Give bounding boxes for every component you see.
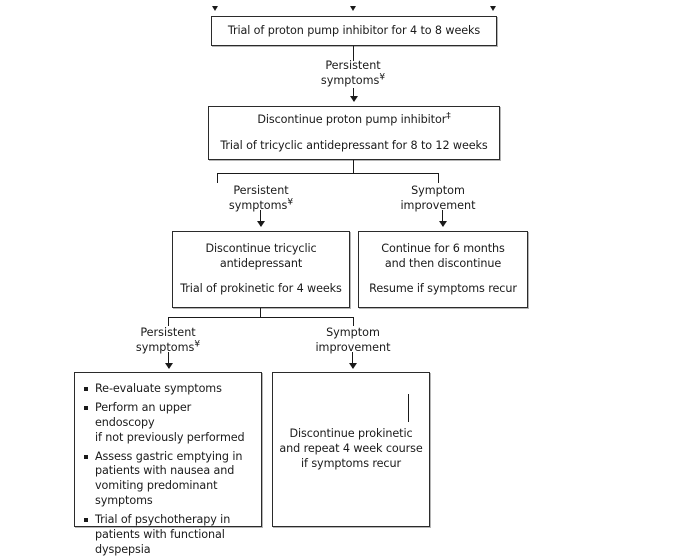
edge-label-persistent-2-line2: symptoms¥: [201, 198, 321, 213]
list-item-line: Re-evaluate symptoms: [95, 382, 222, 395]
list-item[interactable]: Trial of psychotherapy in patients with …: [84, 513, 253, 558]
list-item-line: Trial of psychotherapy in: [95, 513, 231, 527]
list-item-line: patients with functional: [95, 528, 225, 542]
node-prokinetic-trial-line2: antidepressant: [219, 256, 303, 270]
node-ppi-trial-line1: Trial of proton pump inhibitor for 4 to …: [227, 23, 481, 37]
connector-ppi-to-label1: [353, 46, 355, 61]
edge-label-persistent-1-line2: symptoms¥: [293, 73, 413, 88]
connector-prokinetic-split-stem: [260, 308, 262, 318]
node-tca-trial[interactable]: Discontinue proton pump inhibitor‡ Trial…: [208, 106, 500, 160]
edge-label-improvement-1-line1: Symptom: [411, 184, 465, 197]
connector-tca-split-bar: [217, 173, 439, 175]
node-tca-trial-line2: Trial of tricyclic antidepressant for 8 …: [220, 138, 488, 152]
list-item-line: patients with nausea and: [95, 464, 235, 478]
edge-label-persistent-3: Persistent symptoms¥: [108, 325, 228, 355]
list-item-line: Assess gastric emptying in: [95, 449, 243, 463]
connector-label1-to-tca: [353, 88, 355, 101]
node-tca-trial-line1: Discontinue proton pump inhibitor‡: [257, 110, 451, 128]
connector-prokinetic-split-right: [353, 317, 355, 326]
inbound-arrow-center-icon: [350, 6, 356, 11]
arrow-to-prokinetic-icon: [256, 221, 265, 227]
connector-to-continue: [442, 210, 444, 226]
list-item-line: Perform an upper endoscopy: [95, 400, 192, 429]
bullet-square-icon: [84, 454, 88, 459]
node-continue-line3: Resume if symptoms recur: [369, 282, 517, 296]
connector-to-reevaluate: [168, 352, 170, 368]
edge-label-persistent-1-line1: Persistent: [325, 59, 381, 72]
footnote-marker-yen: ¥: [379, 72, 386, 83]
arrow-to-discontinue-prokinetic-icon: [348, 363, 357, 369]
node-discontinue-prokinetic-line1: Discontinue prokinetic: [289, 427, 413, 441]
edge-label-improvement-1: Symptom improvement: [378, 183, 498, 213]
list-item-line: if not previously performed: [95, 430, 245, 444]
edge-label-persistent-2: Persistent symptoms¥: [201, 183, 321, 213]
list-item-line: dyspepsia: [95, 542, 151, 556]
edge-label-improvement-1-line2: improvement: [400, 199, 476, 212]
arrow-to-tca-icon: [349, 96, 358, 102]
bullet-square-icon: [84, 387, 88, 391]
footnote-marker-yen-3: ¥: [194, 339, 201, 350]
node-continue-line2: and then discontinue: [384, 256, 502, 270]
edge-label-improvement-2-line2: improvement: [315, 341, 391, 354]
re-evaluate-bullet-list: Re-evaluate symptoms Perform an upper en…: [84, 382, 253, 558]
edge-label-persistent-3-line2: symptoms¥: [108, 340, 228, 355]
footnote-marker-yen-2: ¥: [287, 197, 294, 208]
flowchart-canvas: Trial of proton pump inhibitor for 4 to …: [74, 6, 528, 556]
edge-label-persistent-3-line1: Persistent: [140, 326, 196, 339]
bullet-square-icon: [84, 405, 88, 410]
node-tca-trial-line1-text: Discontinue proton pump inhibitor: [257, 112, 447, 126]
list-item[interactable]: Perform an upper endoscopy if not previo…: [84, 401, 253, 446]
node-continue-six-months[interactable]: Continue for 6 months and then discontin…: [358, 231, 528, 308]
edge-label-persistent-1: Persistent symptoms¥: [293, 58, 413, 88]
inbound-arrow-right-icon: [490, 6, 496, 11]
node-re-evaluate-options[interactable]: Re-evaluate symptoms Perform an upper en…: [74, 372, 262, 556]
list-item-line: symptoms: [95, 494, 153, 508]
edge-label-improvement-2: Symptom improvement: [293, 325, 413, 355]
node-continue-line1: Continue for 6 months: [381, 241, 505, 255]
edge-label-persistent-1-word: symptoms: [320, 74, 380, 87]
connector-prokinetic-split-bar: [168, 317, 354, 319]
edge-label-persistent-3-word: symptoms: [135, 341, 195, 354]
edge-label-improvement-2-line1: Symptom: [326, 326, 380, 339]
footnote-marker-dagger: ‡: [446, 110, 451, 121]
node-prokinetic-trial-line1: Discontinue tricyclic: [205, 241, 317, 255]
bullet-square-icon: [84, 518, 88, 523]
arrow-to-reevaluate-icon: [164, 363, 173, 369]
stray-tick-mark: [408, 394, 410, 422]
connector-to-discontinue-prokinetic: [352, 352, 354, 368]
node-discontinue-prokinetic[interactable]: Discontinue prokinetic and repeat 4 week…: [272, 372, 430, 527]
inbound-arrow-left-icon: [212, 6, 218, 11]
connector-tca-split-stem: [353, 160, 355, 174]
list-item[interactable]: Re-evaluate symptoms: [84, 382, 253, 397]
connector-tca-split-left: [217, 173, 219, 183]
node-discontinue-prokinetic-line3: if symptoms recur: [301, 456, 401, 470]
connector-tca-split-right: [438, 173, 440, 183]
edge-label-persistent-2-line1: Persistent: [233, 184, 289, 197]
node-prokinetic-trial-line3: Trial of prokinetic for 4 weeks: [180, 282, 342, 296]
node-discontinue-prokinetic-line2: and repeat 4 week course: [279, 442, 423, 456]
arrow-to-continue-icon: [438, 221, 447, 227]
connector-to-prokinetic: [260, 210, 262, 226]
edge-label-persistent-2-word: symptoms: [228, 199, 288, 212]
list-item-line: vomiting predominant: [95, 479, 218, 493]
node-prokinetic-trial[interactable]: Discontinue tricyclic antidepressant Tri…: [172, 231, 350, 308]
connector-prokinetic-split-left: [168, 317, 170, 326]
node-ppi-trial[interactable]: Trial of proton pump inhibitor for 4 to …: [211, 16, 497, 46]
list-item[interactable]: Assess gastric emptying in patients with…: [84, 450, 253, 510]
